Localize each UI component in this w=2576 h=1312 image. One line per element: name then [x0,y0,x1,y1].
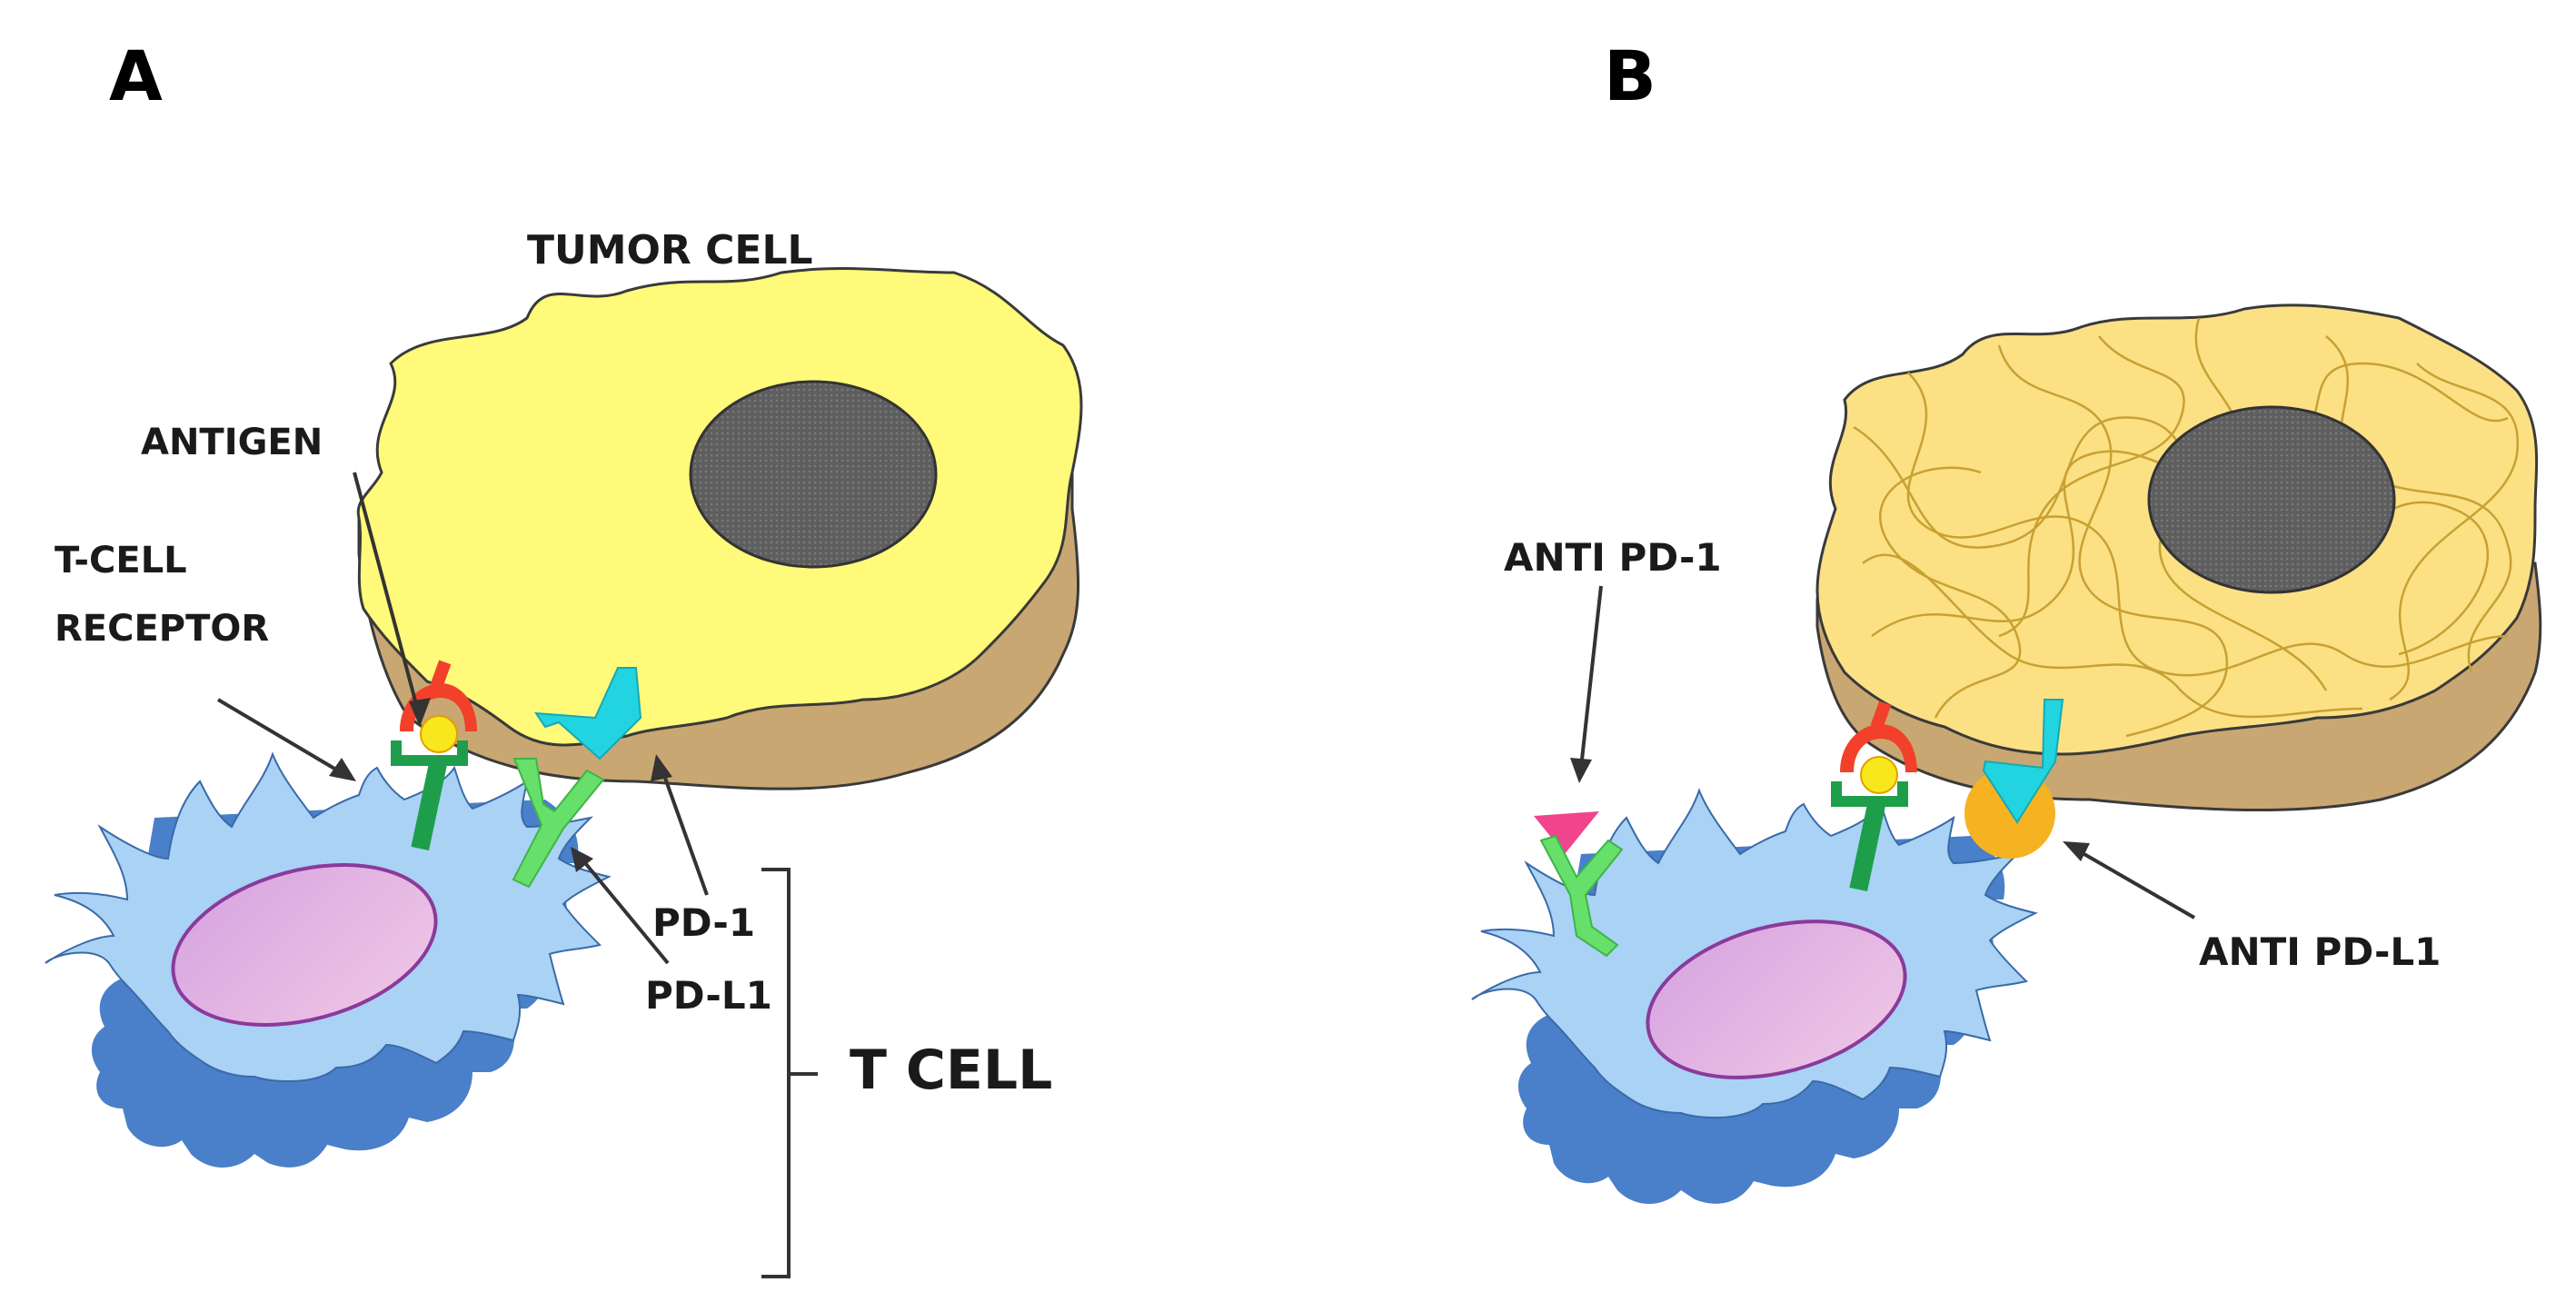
arrow-pdl1 [580,857,670,965]
antigen-b-stem [1870,701,1892,730]
antigen-a-red-cup [400,683,477,731]
antigen-b-red-cup [1840,724,1917,772]
arrow-anti-pd1-head [1570,758,1592,783]
anti-pdl1-complex [1964,699,2064,859]
arrows-a [216,472,709,965]
label-anti-pd1: ANTI PD-1 [1504,535,1722,580]
arrow-pd1 [660,767,709,896]
label-t-cell: T CELL [850,1039,1052,1102]
pd-l1-a [534,667,642,760]
label-tumor-cell: TUMOR CELL [527,227,813,273]
arrow-pdl1-head [571,847,593,872]
label-pd1: PD-1 [652,900,755,945]
arrow-tcr-head [329,758,356,781]
arrows-b [1570,585,2195,919]
pd-l1-b [1982,699,2064,824]
arrow-anti-pd1 [1579,585,1603,769]
t-cell-a [45,751,612,1168]
label-tcr-line1: T-CELL [55,540,187,581]
antigen-b [1860,756,1898,794]
arrow-antigen-head [409,698,431,727]
pd-1-b [1539,834,1624,958]
tcr-complex-a [391,660,477,851]
tcr-b-stalk [1849,802,1885,892]
t-cell-b-nucleus [1646,919,1907,1079]
tcr-a-stalk [411,761,447,851]
antigen-a [420,715,458,753]
label-anti-pdl1: ANTI PD-L1 [2199,929,2441,974]
label-tcr-line2: RECEPTOR [55,608,269,650]
tcr-complex-b [1831,701,1917,892]
panel-b-letter: B [1604,35,1656,116]
arrow-tcr [216,698,343,774]
arrow-antigen [353,472,422,719]
label-antigen: ANTIGEN [141,422,323,463]
anti-pd1-complex [1534,811,1624,958]
arrow-anti-pdl1 [2075,848,2195,919]
t-cell-bracket [761,868,818,1278]
label-pdl1: PD-L1 [645,973,772,1018]
pd1-pdl1-a [512,667,642,889]
tumor-cell-b-nucleus [2147,405,2396,594]
t-cell-a-nucleus [171,863,438,1027]
arrow-anti-pdl1-head [2063,841,2090,861]
t-cell-b [1471,788,2038,1204]
panel-b: B [1471,35,2542,1204]
pd-1-a [512,758,605,889]
tumor-cell-b [1815,303,2542,812]
tumor-cell-a-nucleus [689,380,938,569]
antigen-a-stem [430,660,452,689]
anti-pd-1-antibody [1534,811,1599,854]
tcr-b-cup [1831,781,1908,807]
arrow-pd1-head [651,754,672,781]
panel-a: A TUMOR CELL ANTIGEN T-CELL [45,35,1083,1278]
tcr-a-cup [391,740,468,766]
panel-a-letter: A [109,35,163,116]
